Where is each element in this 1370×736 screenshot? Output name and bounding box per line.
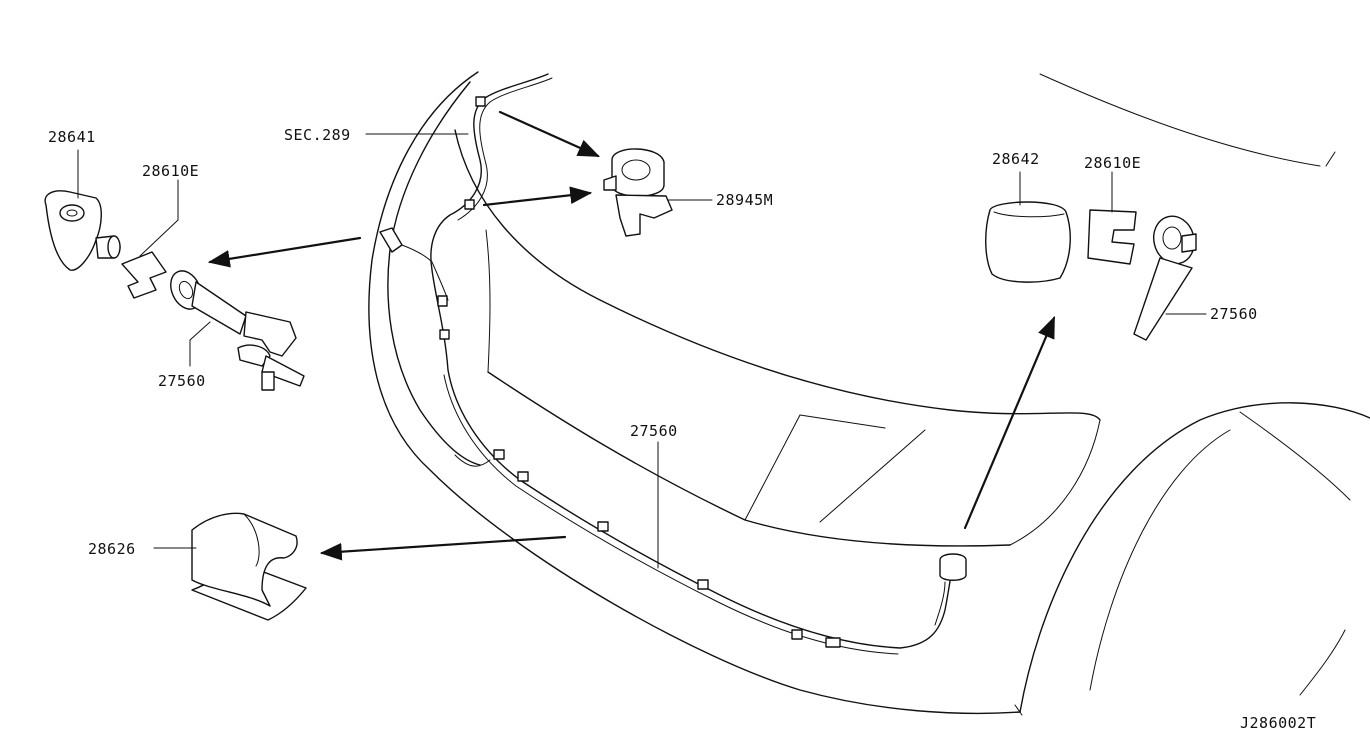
label-28610e-left: 28610E <box>142 162 199 180</box>
label-28945m: 28945M <box>716 191 773 209</box>
label-28642: 28642 <box>992 150 1040 168</box>
part-28945m-bracket <box>603 148 673 237</box>
part-28626-clamp <box>191 512 307 621</box>
diagram-code: J286002T <box>1240 714 1316 732</box>
direction-arrows <box>207 110 1056 561</box>
label-28641: 28641 <box>48 128 96 146</box>
label-27560-left: 27560 <box>158 372 206 390</box>
label-sec289: SEC.289 <box>284 126 351 144</box>
leader-lines <box>77 133 1207 569</box>
label-27560-center: 27560 <box>630 422 678 440</box>
callout-labels: 28641 28610E 27560 SEC.289 28945M 28642 … <box>48 126 1316 732</box>
washer-hose <box>379 73 967 655</box>
part-28610e-left-clip <box>121 251 167 299</box>
part-27560-left-nozzle <box>170 270 305 391</box>
part-28642-cap <box>985 201 1071 283</box>
label-28626: 28626 <box>88 540 136 558</box>
label-27560-right: 27560 <box>1210 305 1258 323</box>
vehicle-body-outline <box>368 71 1370 716</box>
part-28641-nozzle-cover <box>44 190 121 271</box>
part-27560-right-nozzle <box>1133 215 1197 341</box>
label-28610e-right: 28610E <box>1084 154 1141 172</box>
part-28610e-right-clip <box>1087 209 1137 265</box>
